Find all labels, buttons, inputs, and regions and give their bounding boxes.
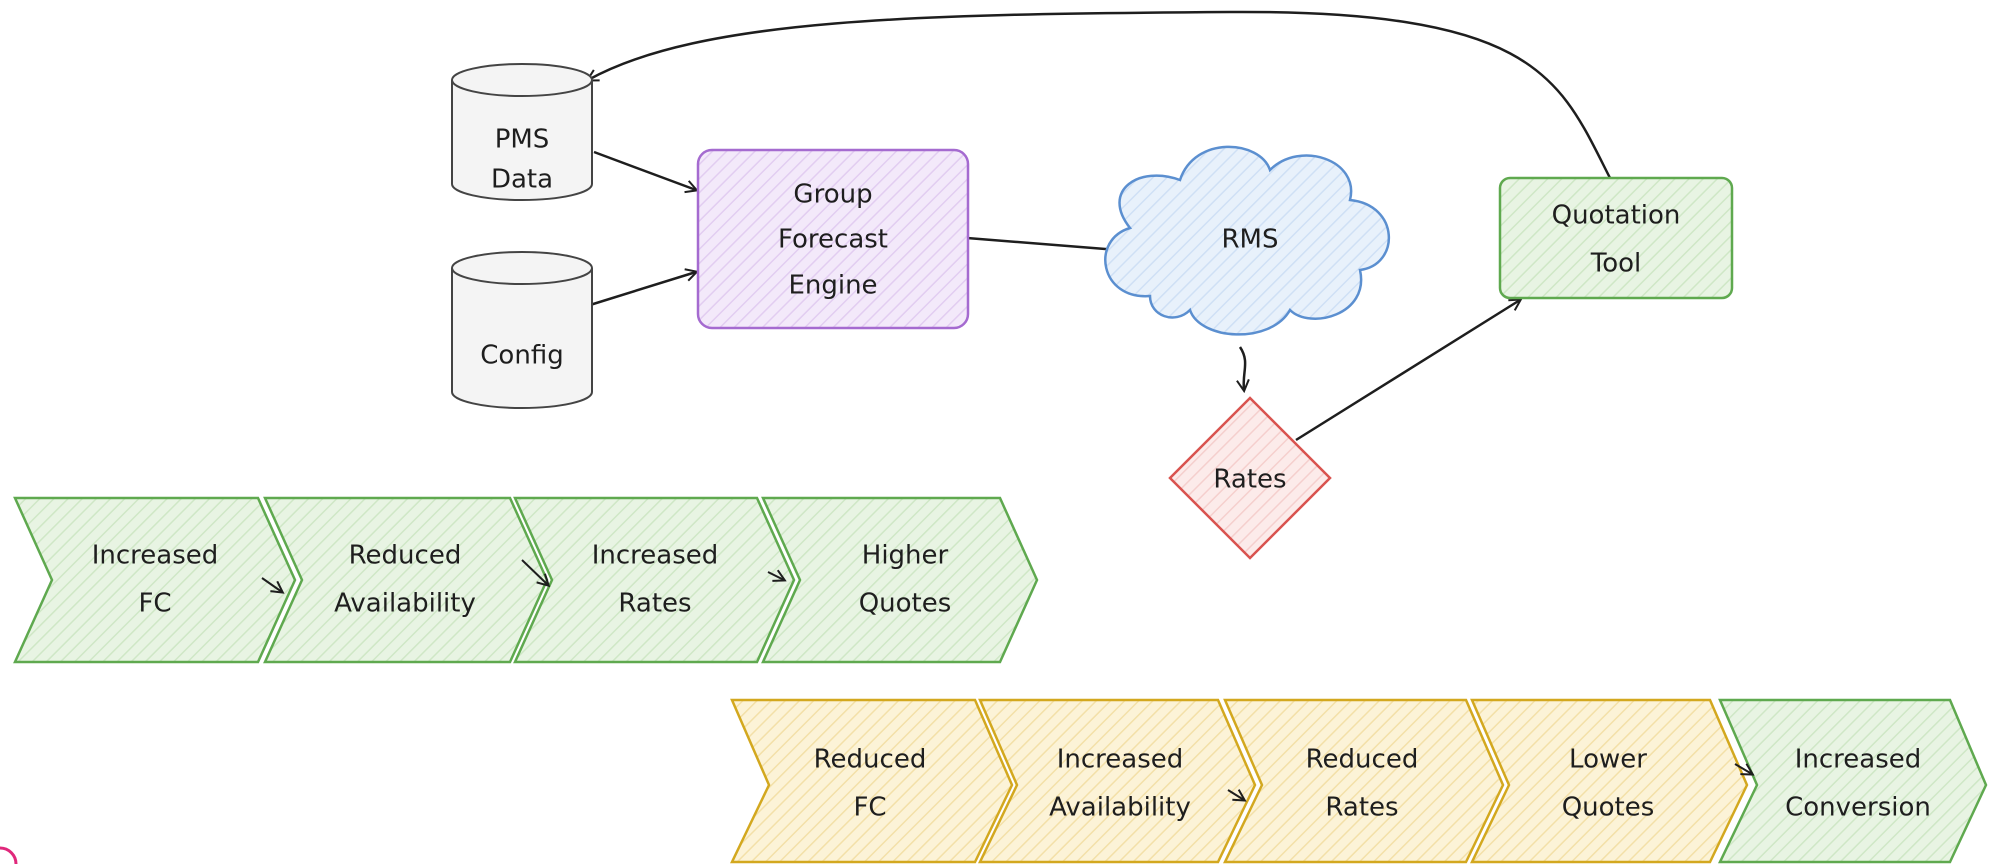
group-forecast-label-line3: Engine	[788, 271, 877, 301]
pms-data-cylinder-top	[451, 63, 593, 97]
quotation-tool-label-line1: Quotation	[1552, 201, 1681, 231]
chain-increase-arrow-1	[261, 577, 282, 592]
chain-decrease-step-4[interactable]: Lower Quotes	[1470, 698, 1749, 864]
chain-increase-step-2-line2: Availability	[334, 589, 476, 619]
chain-decrease-step-2-line1: Increased	[1057, 745, 1184, 775]
chevron-shape	[1223, 698, 1505, 864]
arrow-rms-to-rates	[1240, 346, 1245, 390]
node-rates[interactable]: Rates	[1168, 396, 1332, 560]
chain-increase-step-1-line2: FC	[138, 589, 171, 619]
chevron-shape	[1470, 698, 1749, 864]
config-cylinder-top	[451, 251, 593, 285]
chain-decrease-arrow-2	[1734, 763, 1752, 774]
chain-increase-step-3-line1: Increased	[592, 541, 719, 571]
chevron-shape	[978, 698, 1257, 864]
node-group-forecast-engine[interactable]: Group Forecast Engine	[696, 148, 970, 330]
arrow-pms-to-engine	[593, 150, 696, 190]
group-forecast-label-line1: Group	[793, 180, 872, 210]
chevron-shape	[761, 496, 1039, 664]
connectors	[588, 10, 1612, 442]
rms-label: RMS	[1221, 225, 1278, 255]
chevron-shape	[13, 496, 297, 664]
chain-increase-step-4[interactable]: Higher Quotes	[761, 496, 1039, 664]
chain-increase-step-1[interactable]: Increased FC	[13, 496, 297, 664]
chain-decrease-step-3-line2: Rates	[1325, 793, 1398, 823]
chain-increase-step-4-line1: Higher	[862, 541, 949, 571]
group-forecast-label-line2: Forecast	[778, 225, 888, 255]
chain-decrease-step-5-line2: Conversion	[1785, 793, 1931, 823]
accent-circle-icon	[0, 846, 18, 865]
chain-increase-step-3-line2: Rates	[618, 589, 691, 619]
chain-decrease-step-4-line2: Quotes	[1562, 793, 1655, 823]
chain-increase-step-2[interactable]: Reduced Availability	[263, 496, 549, 664]
pms-data-cylinder-icon	[451, 80, 593, 201]
node-pms-data[interactable]: PMS Data	[451, 63, 593, 201]
group-forecast-engine-box	[696, 148, 970, 330]
rms-cloud-icon	[1104, 145, 1391, 336]
rates-label: Rates	[1213, 465, 1286, 495]
chain-increase-step-2-line1: Reduced	[349, 541, 462, 571]
quotation-tool-box	[1498, 176, 1734, 300]
config-cylinder-icon	[451, 268, 593, 409]
chain-decrease-step-3-line1: Reduced	[1306, 745, 1419, 775]
arrow-quotation-to-pms	[588, 10, 1612, 179]
chain-decrease-step-3[interactable]: Reduced Rates	[1223, 698, 1505, 864]
chain-increase-step-1-line1: Increased	[92, 541, 219, 571]
pms-data-label-line2: Data	[491, 165, 553, 195]
chain-decrease-step-5[interactable]: Increased Conversion	[1718, 698, 1988, 864]
chain-decrease: Reduced FC Increased Availability Reduce…	[730, 698, 1988, 864]
chain-decrease-step-5-line1: Increased	[1795, 745, 1922, 775]
config-label: Config	[480, 341, 563, 371]
chevron-shape	[730, 698, 1014, 864]
chain-increase: Increased FC Reduced Availability Increa…	[13, 496, 1039, 664]
chain-decrease-step-2[interactable]: Increased Availability	[978, 698, 1257, 864]
chain-increase-step-4-line2: Quotes	[859, 589, 952, 619]
chevron-shape	[263, 496, 549, 664]
quotation-tool-label-line2: Tool	[1590, 249, 1642, 279]
chevron-shape	[1718, 698, 1988, 864]
node-rms[interactable]: RMS	[1104, 145, 1391, 336]
chain-increase-arrow-2	[521, 559, 548, 585]
node-config[interactable]: Config	[451, 251, 593, 409]
arrow-engine-to-rms	[966, 236, 1118, 250]
chain-increase-step-3[interactable]: Increased Rates	[513, 496, 796, 664]
node-quotation-tool[interactable]: Quotation Tool	[1498, 176, 1734, 300]
chevron-shape	[513, 496, 796, 664]
pms-data-label-line1: PMS	[495, 125, 550, 155]
chain-increase-arrow-3	[767, 572, 784, 580]
chain-decrease-step-1[interactable]: Reduced FC	[730, 698, 1014, 864]
chain-decrease-step-1-line1: Reduced	[814, 745, 927, 775]
arrow-config-to-engine	[589, 272, 696, 307]
arrow-rates-to-quotation	[1295, 300, 1520, 442]
chain-decrease-arrow-1	[1227, 790, 1244, 800]
chain-decrease-step-4-line1: Lower	[1569, 745, 1647, 775]
chain-decrease-step-1-line2: FC	[853, 793, 886, 823]
chain-decrease-step-2-line2: Availability	[1049, 793, 1191, 823]
rates-diamond	[1168, 396, 1332, 560]
